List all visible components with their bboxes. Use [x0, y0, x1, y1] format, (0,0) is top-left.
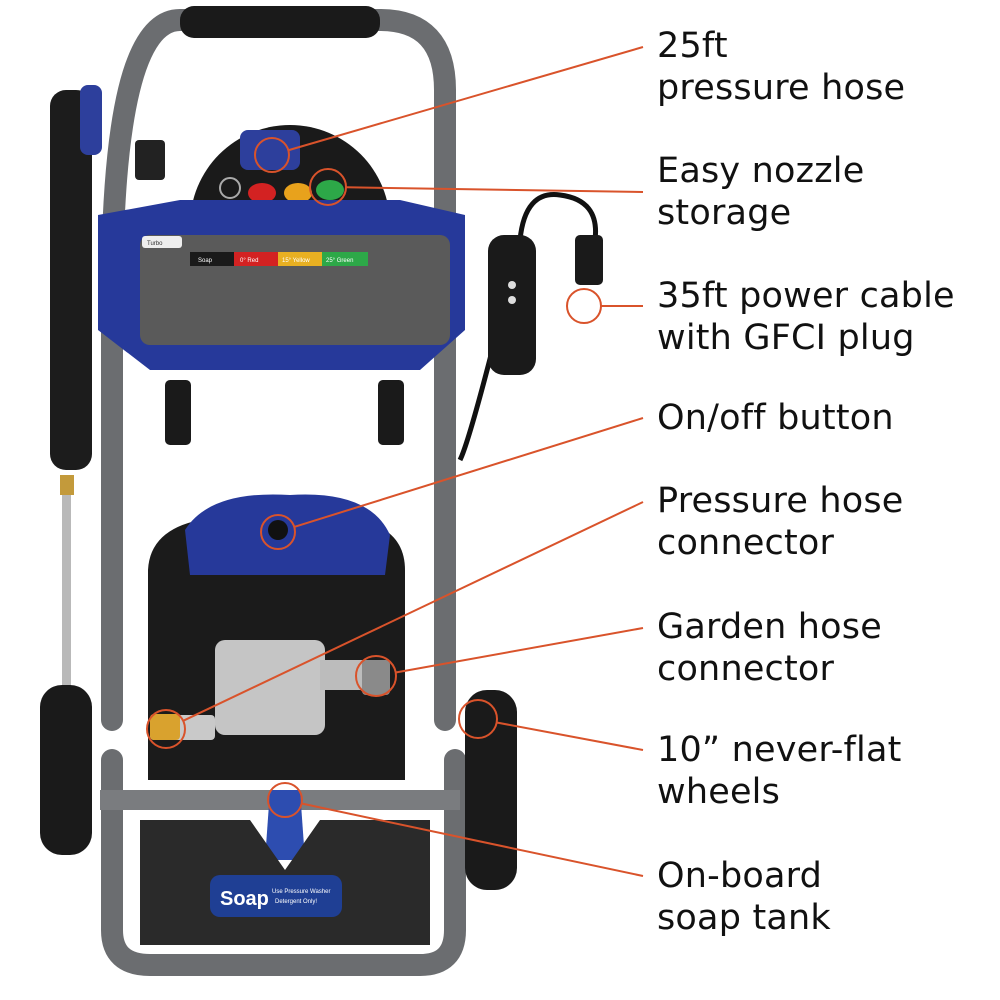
callout-text: Garden hose — [657, 607, 882, 647]
soap-tank-label — [210, 875, 342, 917]
callout-text: 10” never-flat — [657, 730, 902, 770]
nozzles — [219, 177, 344, 203]
soap-note-2: Detergent Only! — [275, 899, 317, 905]
handle-grip — [180, 6, 380, 38]
callout-line-garden-hose-connector — [395, 627, 644, 674]
on-off-button — [268, 520, 288, 540]
callout-label-on-off-button: On/off button — [657, 397, 894, 439]
callout-text: Pressure hose — [657, 481, 904, 521]
nozzle-legend: Turbo Soap 0° Red 15° Yellow 25° Green — [142, 236, 368, 266]
motor-cover — [185, 494, 390, 575]
callout-line-pressure-hose-connector — [182, 501, 644, 722]
right-wheel — [465, 690, 517, 890]
callout-circle-wheels — [458, 699, 498, 739]
callout-text: wheels — [657, 772, 781, 812]
callout-text: 35ft power cable — [657, 276, 955, 316]
callout-circle-garden-hose-connector — [355, 655, 397, 697]
turbo-label: Turbo — [147, 241, 163, 247]
callout-text: with GFCI plug — [657, 318, 915, 358]
callout-circle-nozzle-storage — [309, 168, 347, 206]
left-wheel — [40, 685, 92, 855]
callout-line-nozzle-storage — [345, 186, 644, 193]
callout-circle-power-cable — [566, 288, 602, 324]
soap-tank-bottle — [265, 790, 305, 860]
callout-circle-pressure-hose — [254, 137, 290, 173]
green-nozzle-label: 25° Green — [326, 258, 353, 264]
callout-text: On-board — [657, 856, 823, 896]
callout-line-pressure-hose — [288, 46, 644, 152]
callout-line-on-off-button — [293, 417, 644, 528]
callout-text: storage — [657, 193, 792, 233]
callout-text: 25ft — [657, 26, 728, 66]
callout-text: On/off button — [657, 398, 894, 438]
panel-plate — [140, 235, 450, 345]
pump — [150, 640, 390, 740]
callout-line-soap-tank — [301, 802, 644, 877]
callout-text: Easy nozzle — [657, 151, 865, 191]
soap-note-1: Use Pressure Washer — [272, 889, 330, 895]
red-nozzle-label: 0° Red — [240, 258, 258, 264]
callout-text: connector — [657, 649, 835, 689]
callout-line-wheels — [496, 721, 644, 751]
callout-text: connector — [657, 523, 835, 563]
callout-text: pressure hose — [657, 68, 906, 108]
power-cord-gfci — [457, 192, 603, 462]
callout-leaders — [146, 46, 644, 877]
callout-circle-pressure-hose-connector — [146, 709, 186, 749]
soap-title: Soap — [220, 888, 269, 910]
soap-nozzle-label: Soap — [198, 258, 213, 264]
yellow-nozzle-label: 15° Yellow — [282, 258, 310, 264]
callout-circle-soap-tank — [267, 782, 303, 818]
callout-text: soap tank — [657, 898, 831, 938]
callout-circle-on-off-button — [260, 514, 296, 550]
